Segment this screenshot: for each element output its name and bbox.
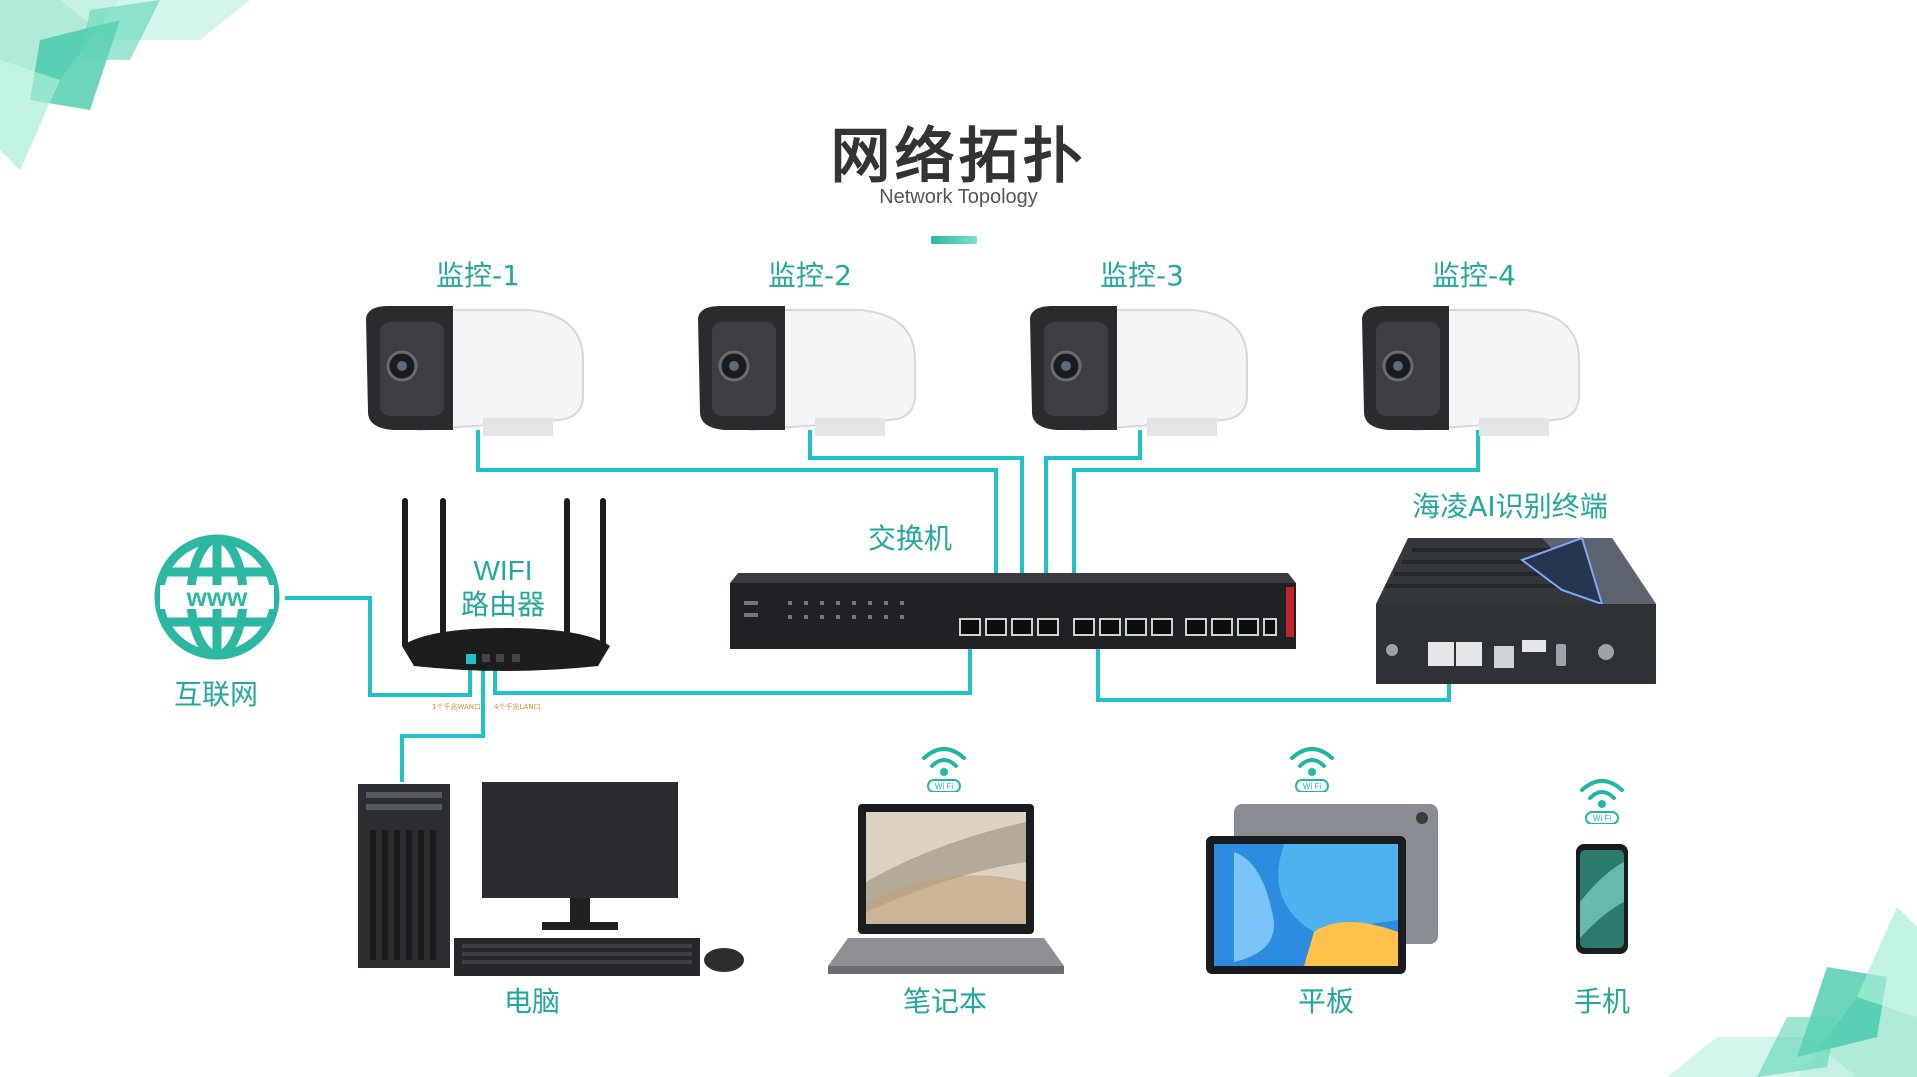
router-wan-note: 1个千兆WAN口 xyxy=(432,703,482,711)
router-icon xyxy=(402,498,610,671)
router-label-wifi: WIFI xyxy=(473,555,533,586)
wifi-icon-phone: Wi Fi xyxy=(1580,779,1624,824)
tablet-icon xyxy=(1206,804,1438,974)
laptop-icon xyxy=(828,804,1064,974)
laptop-label: 笔记本 xyxy=(902,985,987,1018)
camera-3-label: 监控-3 xyxy=(1100,259,1184,292)
router-lan-note: 4个千兆LAN口 xyxy=(494,703,541,711)
phone-icon xyxy=(1576,844,1628,954)
pc-icon xyxy=(358,782,744,976)
corner-decoration-bottom-right xyxy=(1667,907,1917,1077)
title-underline xyxy=(931,236,977,244)
camera-1-icon xyxy=(366,306,584,436)
camera-2-icon xyxy=(698,306,916,436)
page-subtitle: Network Topology xyxy=(879,186,1038,208)
globe-www-text: www xyxy=(186,582,248,612)
wifi-badge-tablet: Wi Fi xyxy=(1303,782,1321,791)
link-internet-router xyxy=(285,596,472,697)
wifi-icon-laptop: Wi Fi xyxy=(922,747,966,792)
internet-label: 互联网 xyxy=(173,678,258,711)
page-title: 网络拓扑 xyxy=(830,122,1087,192)
link-camera-3 xyxy=(1044,430,1142,630)
link-camera-1 xyxy=(476,430,998,630)
link-camera-2 xyxy=(808,430,1024,630)
camera-3-icon xyxy=(1030,306,1248,436)
wifi-icon-tablet: Wi Fi xyxy=(1290,747,1334,792)
wifi-badge-phone: Wi Fi xyxy=(1593,814,1611,823)
camera-4-icon xyxy=(1362,306,1580,436)
pc-label: 电脑 xyxy=(503,985,560,1018)
link-router-pc xyxy=(400,660,485,782)
router-label-name: 路由器 xyxy=(460,588,545,621)
ai-terminal-icon xyxy=(1376,536,1656,684)
link-switch-router xyxy=(493,630,972,695)
corner-decoration-top-left xyxy=(0,0,250,170)
switch-label: 交换机 xyxy=(867,522,952,555)
tablet-label: 平板 xyxy=(1297,985,1354,1018)
link-camera-4 xyxy=(1072,430,1480,630)
ai-terminal-label: 海凌AI识别终端 xyxy=(1412,490,1608,523)
camera-1-label: 监控-1 xyxy=(436,259,520,292)
camera-2-label: 监控-2 xyxy=(768,259,852,292)
phone-label: 手机 xyxy=(1573,985,1630,1018)
internet-globe-icon: www xyxy=(154,534,280,660)
switch-icon xyxy=(730,573,1296,649)
wifi-badge-laptop: Wi Fi xyxy=(935,782,953,791)
camera-4-label: 监控-4 xyxy=(1432,259,1516,292)
